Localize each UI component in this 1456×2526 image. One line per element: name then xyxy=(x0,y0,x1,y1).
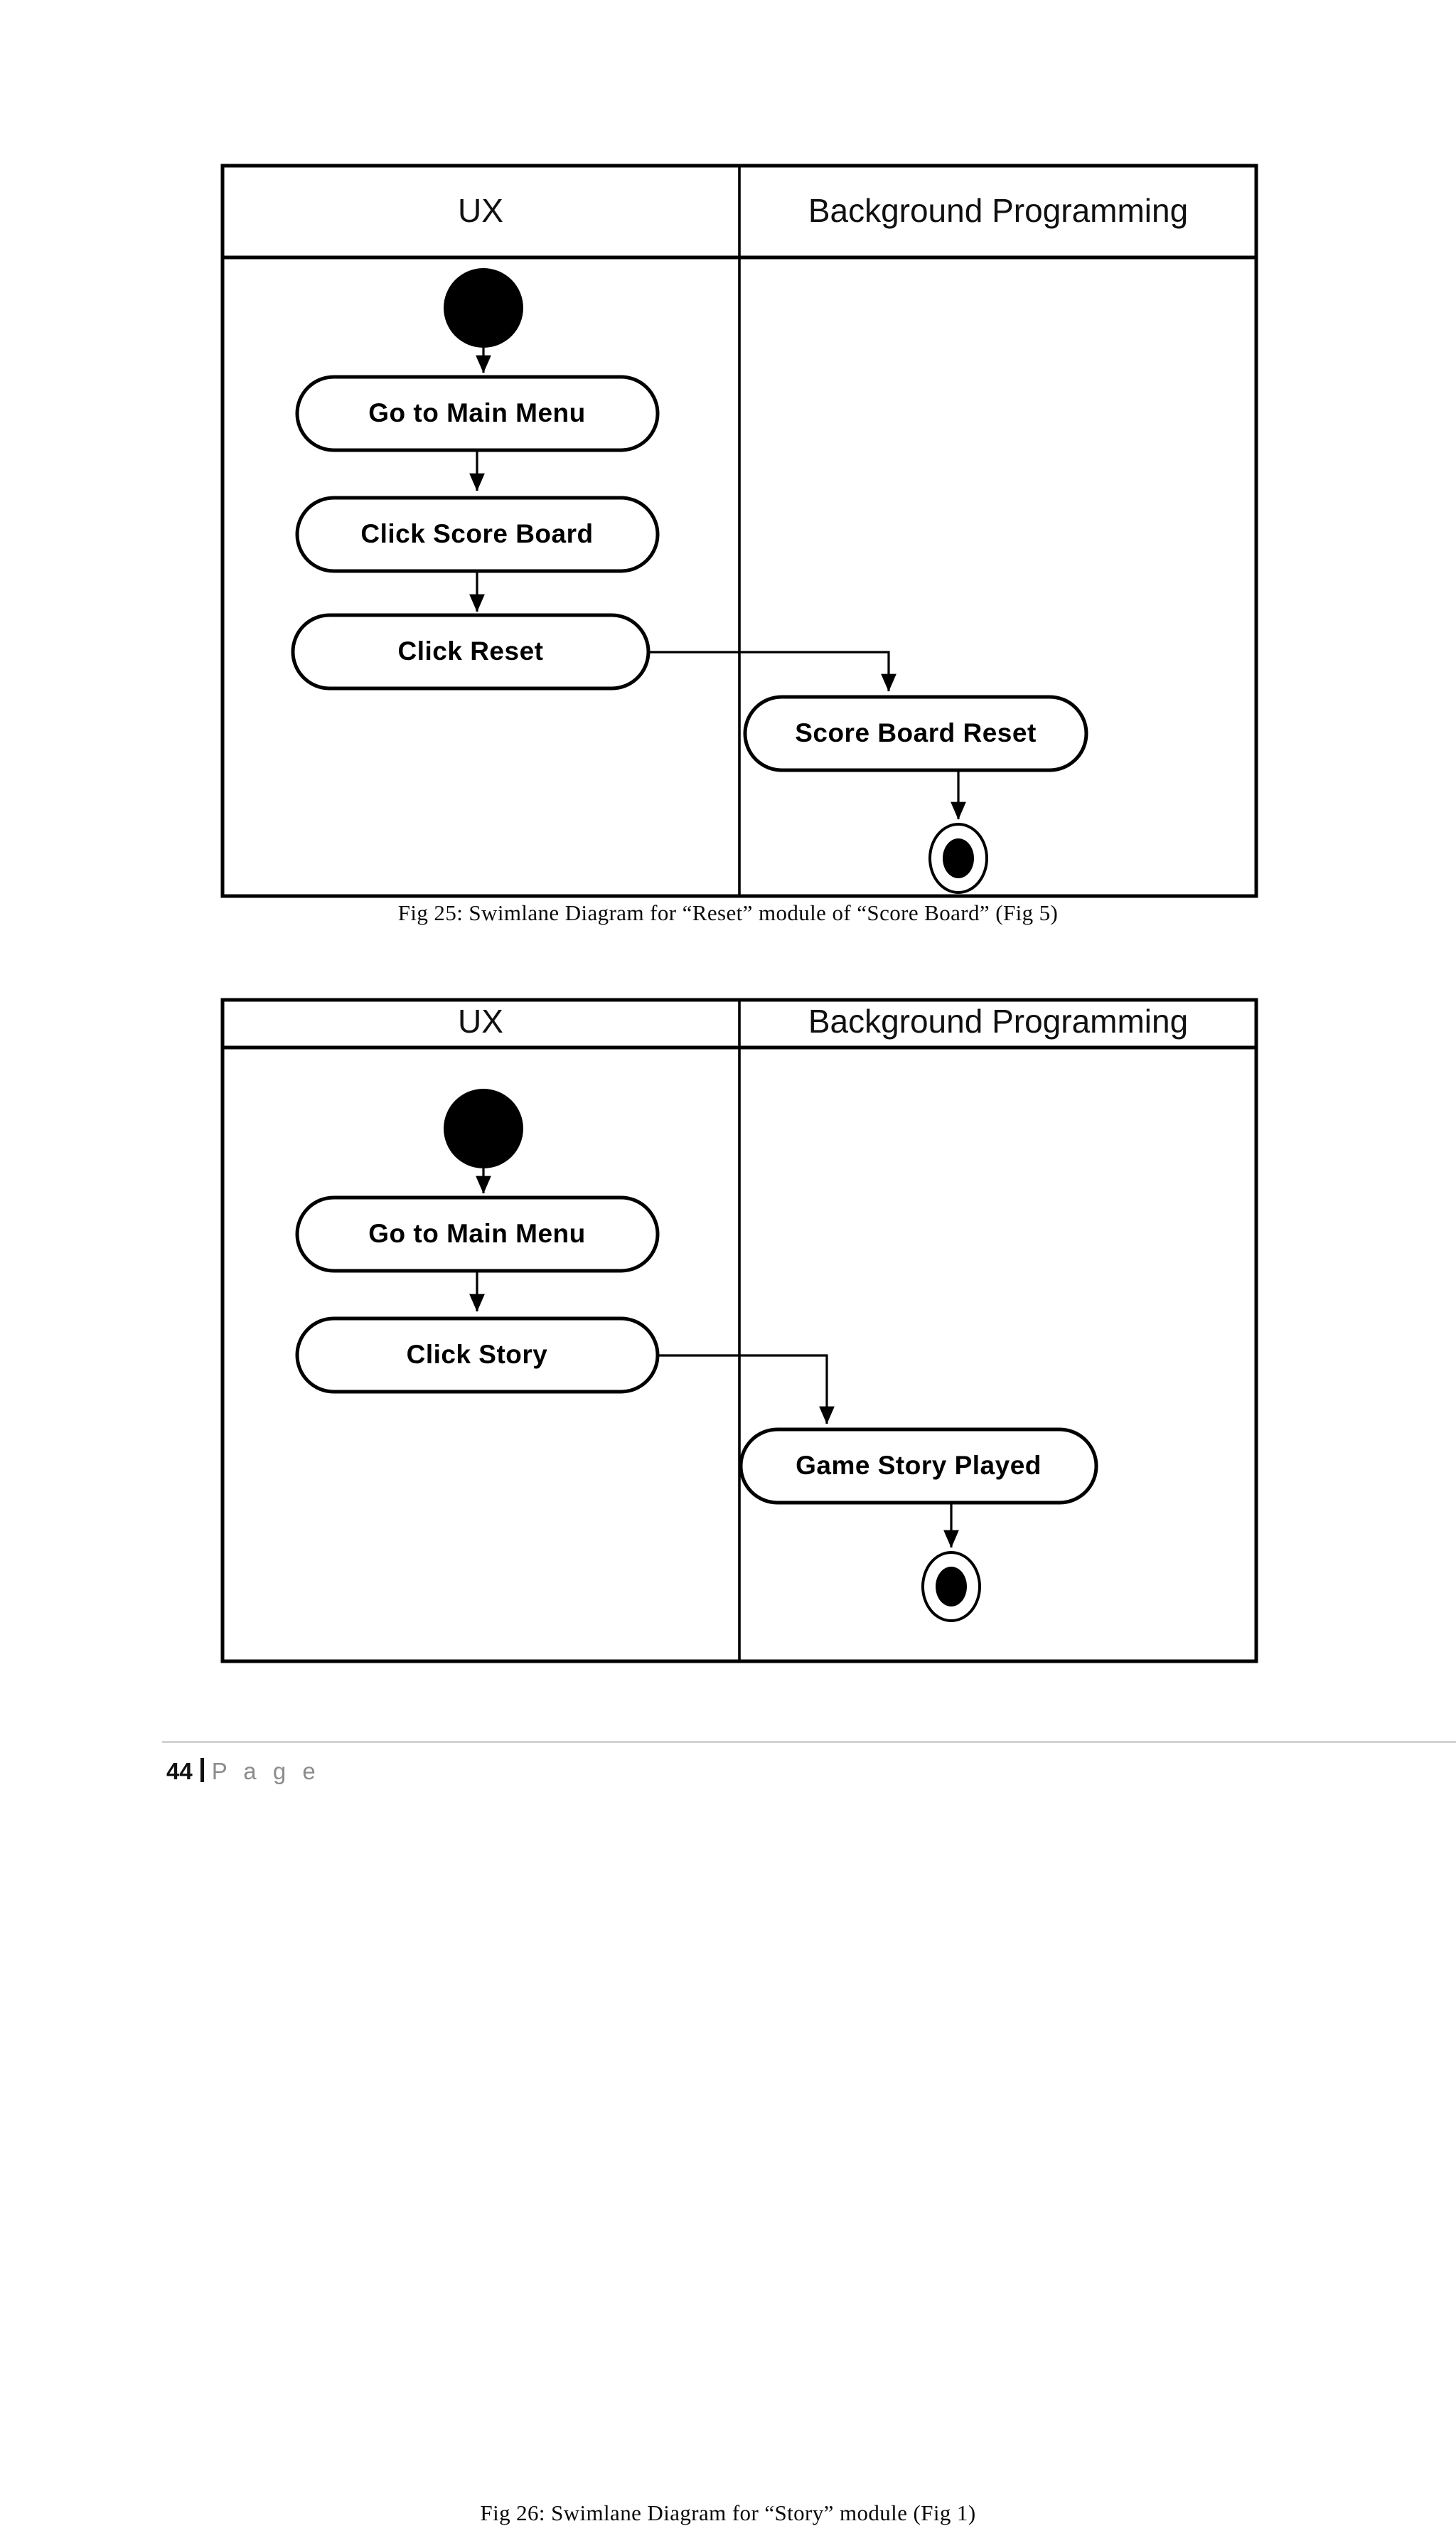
activity-label-score-board-reset: Score Board Reset xyxy=(795,718,1037,747)
footer-divider xyxy=(162,1741,1456,1743)
figure-fig-25: UX Background Programming Go to Main Men… xyxy=(0,0,1456,925)
footer-separator-bar xyxy=(200,1758,204,1782)
lane-header-background-programming: Background Programming xyxy=(808,1003,1188,1040)
swimlane-frame xyxy=(220,998,1258,1663)
activity-label-click-story: Click Story xyxy=(407,1340,548,1369)
footer-page-word: P a g e xyxy=(211,1758,321,1784)
swimlane-diagram-fig-25: UX Background Programming Go to Main Men… xyxy=(220,164,1258,898)
lane-header-ux: UX xyxy=(458,1003,503,1040)
edge-click-reset-to-score-board-reset xyxy=(648,651,896,692)
activity-label-go-to-main-menu: Go to Main Menu xyxy=(368,398,586,427)
edge-click-story-to-game-story-played xyxy=(658,1354,835,1424)
activity-node-game-story-played[interactable] xyxy=(739,1427,1098,1505)
footer-page-indicator: 44 P a g e xyxy=(166,1755,321,1785)
figure-fig-26: UX Background Programming Go to Main Men… xyxy=(0,835,1456,2525)
activity-label-click-score-board: Click Score Board xyxy=(360,519,593,548)
start-node xyxy=(444,268,523,348)
figure-caption-fig-26: Fig 26: Swimlane Diagram for “Story” mod… xyxy=(480,2500,976,2525)
swimlane-diagram-fig-26: UX Background Programming Go to Main Men… xyxy=(220,998,1258,1663)
activity-label-click-reset: Click Reset xyxy=(398,636,544,666)
start-node xyxy=(444,1089,523,1168)
page-footer: 44 P a g e xyxy=(0,1741,1456,1826)
activity-label-go-to-main-menu: Go to Main Menu xyxy=(368,1219,586,1248)
footer-page-number: 44 xyxy=(166,1758,193,1784)
swimlane-frame xyxy=(220,164,1258,898)
activity-label-game-story-played: Game Story Played xyxy=(796,1451,1042,1480)
end-node xyxy=(921,1551,981,1622)
lane-header-background-programming: Background Programming xyxy=(808,192,1188,229)
activity-node-score-board-reset[interactable] xyxy=(743,695,1088,772)
figure-caption-fig-25: Fig 25: Swimlane Diagram for “Reset” mod… xyxy=(397,900,1059,925)
end-node xyxy=(928,823,988,894)
lane-header-ux: UX xyxy=(458,192,503,229)
